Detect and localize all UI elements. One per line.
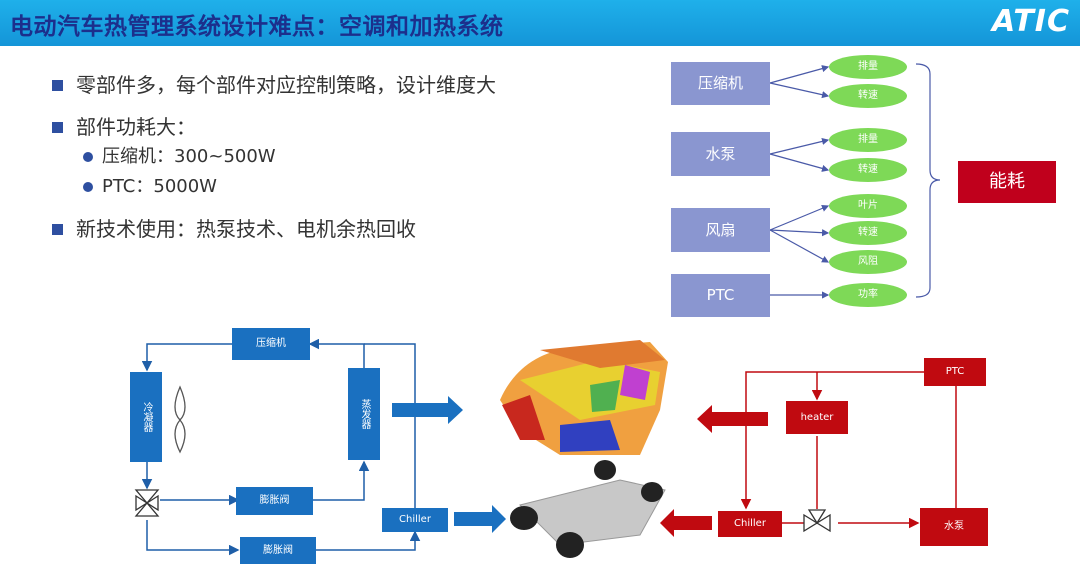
tree-pump: 水泵: [671, 132, 770, 176]
arrow-icon: [454, 505, 506, 533]
pill-blade: 叶片: [829, 194, 907, 218]
pill-speed: 转速: [829, 158, 907, 182]
bullet-text: 部件功耗大：: [76, 115, 196, 139]
tree-ptc: PTC: [671, 274, 770, 317]
heat-heater: heater: [786, 401, 848, 434]
ac-evaporator: 蒸发器: [348, 368, 380, 460]
pill-power: 功率: [829, 283, 907, 307]
sub-bullet-ptc: PTC：5000W: [50, 172, 670, 202]
energy-box: 能耗: [958, 161, 1056, 203]
tree-compressor: 压缩机: [671, 62, 770, 105]
bullet-power: 部件功耗大：: [50, 112, 670, 142]
pill-speed: 转速: [829, 84, 907, 108]
pill-speed: 转速: [829, 221, 907, 245]
ac-expansion-valve-1: 膨胀阀: [236, 487, 313, 515]
valve-icon: [134, 489, 160, 517]
bullet-components: 零部件多，每个部件对应控制策略，设计维度大: [50, 70, 670, 100]
ac-expansion-valve-2: 膨胀阀: [240, 537, 316, 564]
tree-fan: 风扇: [671, 208, 770, 252]
sub-bullet-text: 压缩机：300~500W: [102, 146, 276, 167]
arrow-icon: [660, 509, 712, 537]
valve-icon: [803, 509, 831, 533]
bullet-text: 零部件多，每个部件对应控制策略，设计维度大: [76, 73, 496, 97]
arrow-icon: [392, 396, 463, 424]
ac-chiller: Chiller: [382, 508, 448, 532]
chassis-image: [510, 460, 666, 558]
header-bar: 电动汽车热管理系统设计难点：空调和加热系统 ATIC: [0, 0, 1080, 46]
arrow-icon: [697, 405, 768, 433]
pill-wind-resistance: 风阻: [829, 250, 907, 274]
fan-icon: [174, 385, 186, 454]
atic-logo: ATIC: [992, 4, 1070, 39]
sub-bullet-text: PTC：5000W: [102, 176, 217, 197]
square-bullet-icon: [52, 224, 63, 235]
square-bullet-icon: [52, 80, 63, 91]
ac-compressor: 压缩机: [232, 328, 310, 360]
dot-bullet-icon: [83, 152, 93, 162]
bullet-new-tech: 新技术使用：热泵技术、电机余热回收: [50, 214, 670, 244]
bullet-list: 零部件多，每个部件对应控制策略，设计维度大 部件功耗大： 压缩机：300~500…: [50, 70, 670, 244]
car-body-image: [500, 340, 668, 455]
dot-bullet-icon: [83, 182, 93, 192]
square-bullet-icon: [52, 122, 63, 133]
pill-displacement: 排量: [829, 55, 907, 79]
pill-displacement: 排量: [829, 128, 907, 152]
sub-bullet-compressor: 压缩机：300~500W: [50, 142, 670, 172]
slide-title: 电动汽车热管理系统设计难点：空调和加热系统: [10, 14, 504, 40]
bullet-text: 新技术使用：热泵技术、电机余热回收: [76, 217, 416, 241]
heat-ptc: PTC: [924, 358, 986, 386]
heat-pump: 水泵: [920, 508, 988, 546]
heat-chiller: Chiller: [718, 511, 782, 537]
ac-condenser: 冷凝器: [130, 372, 162, 462]
